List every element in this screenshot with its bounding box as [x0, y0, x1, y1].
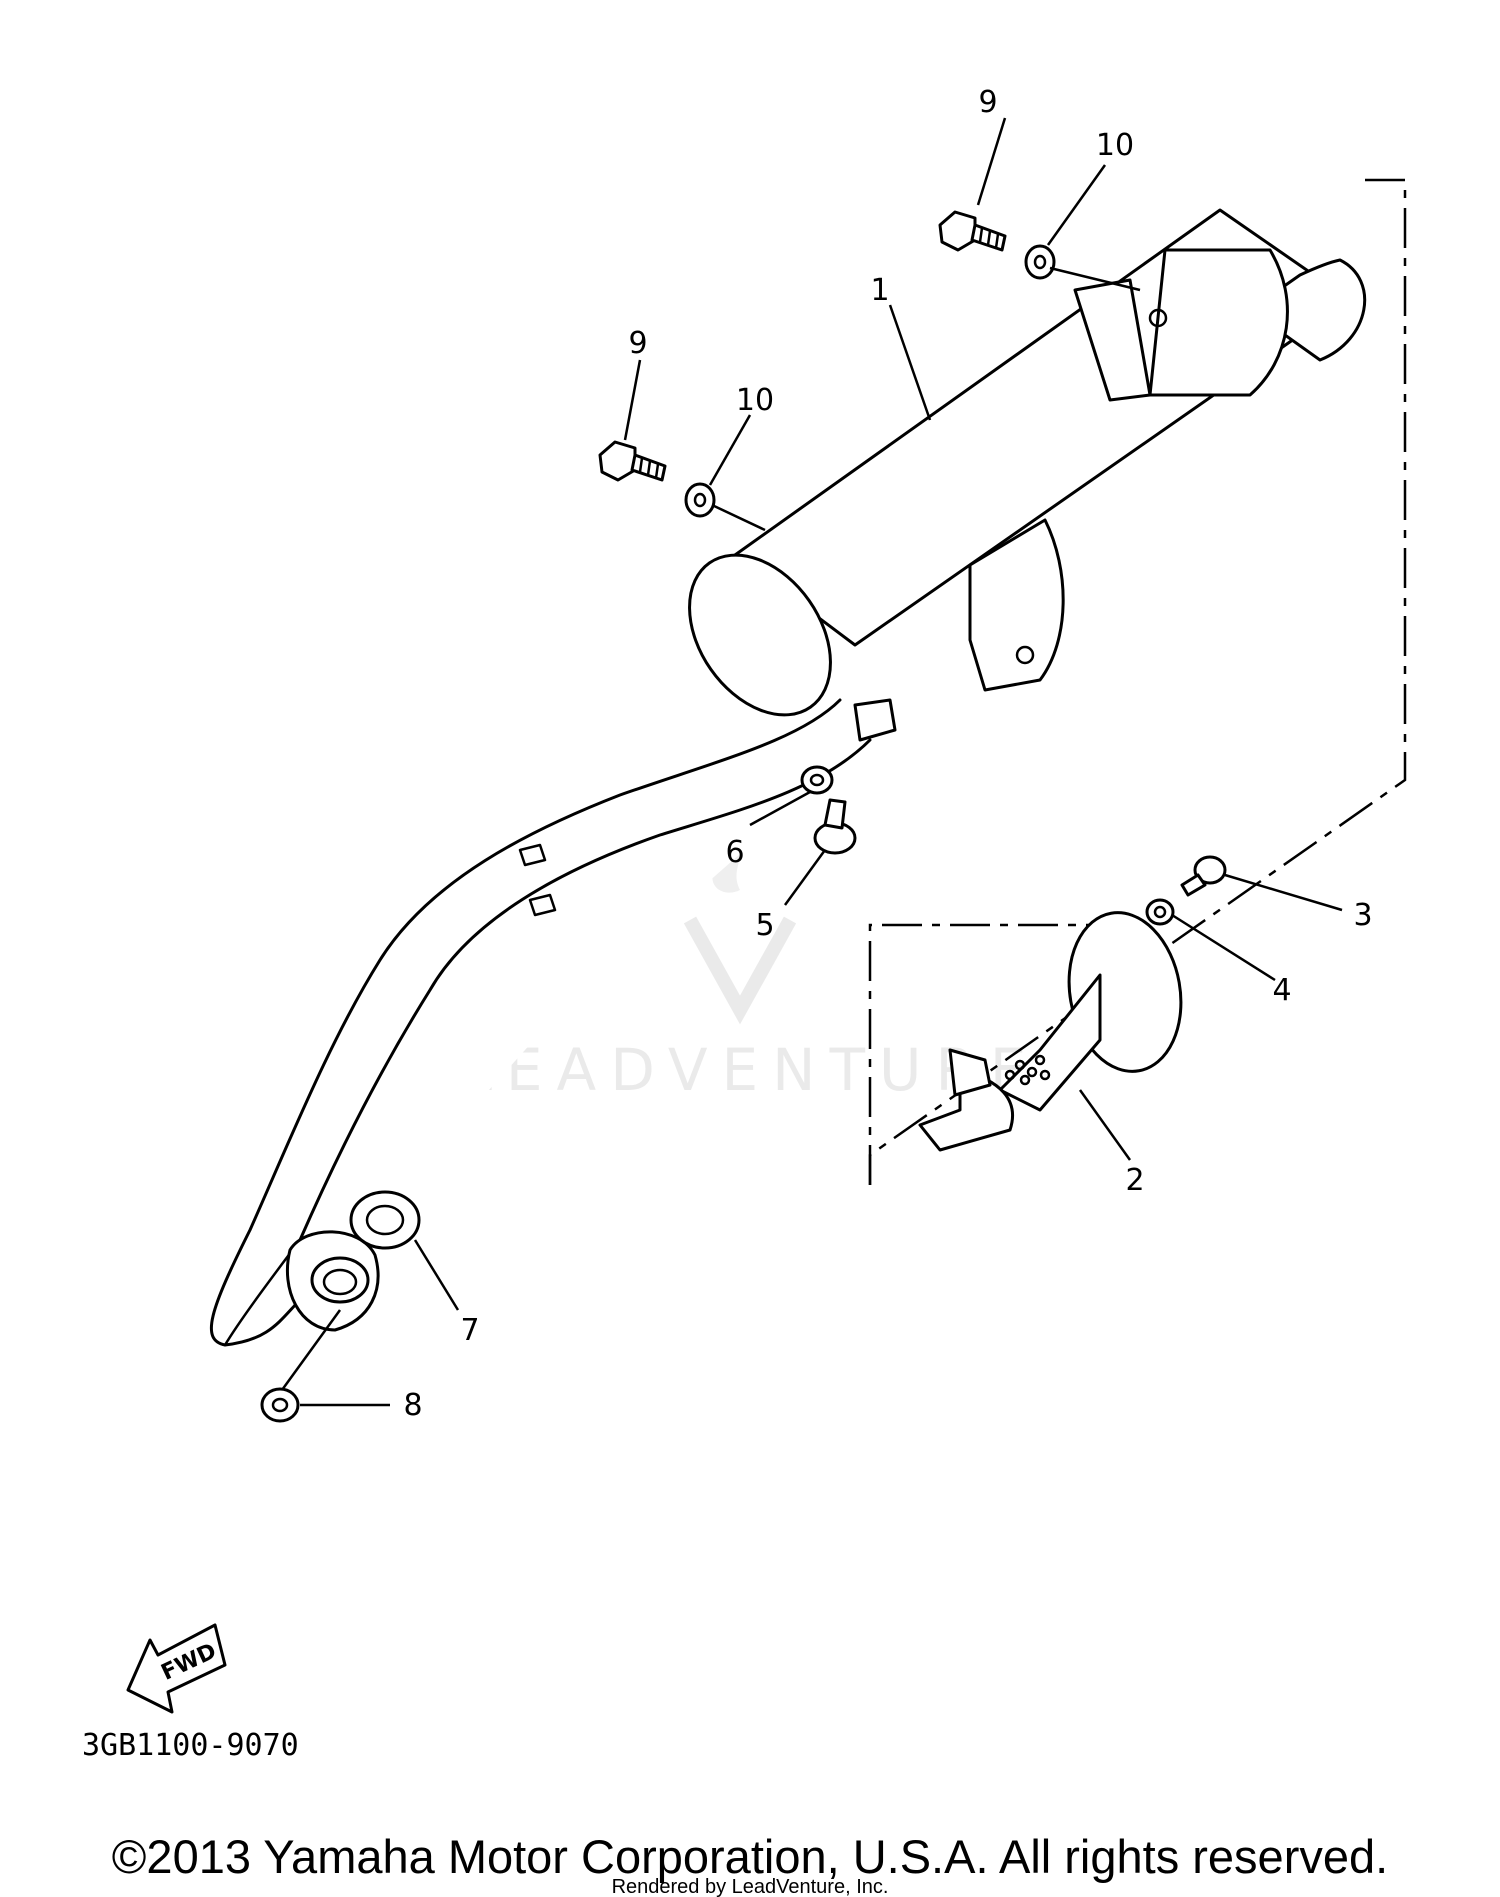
bolt-part-9-lower — [598, 440, 667, 482]
washer-part-10-upper — [1024, 244, 1056, 280]
callout-2: 2 — [1125, 1163, 1144, 1198]
forward-direction-arrow: FWD — [126, 1623, 227, 1714]
callout-8: 8 — [403, 1388, 422, 1423]
callout-7: 7 — [460, 1313, 479, 1348]
callout-1: 1 — [870, 273, 889, 308]
rendered-by-note: Rendered by LeadVenture, Inc. — [612, 1876, 889, 1897]
callout-3: 3 — [1353, 898, 1372, 933]
exhaust-pipe — [209, 698, 897, 1347]
callout-4: 4 — [1272, 973, 1291, 1008]
muffler — [688, 208, 1367, 717]
watermark-text: LEADVENTURE — [460, 1036, 1041, 1104]
copyright-notice: ©2013 Yamaha Motor Corporation, U.S.A. A… — [112, 1830, 1388, 1883]
callout-6: 6 — [725, 835, 744, 870]
assembly-reference-line-2 — [868, 923, 1120, 1185]
bolt-part-5 — [813, 798, 857, 855]
callouts: 1 2 3 4 5 6 7 8 9 9 10 10 — [403, 85, 1372, 1423]
leader-lines — [280, 117, 1343, 1407]
nut-part-8 — [260, 1387, 300, 1423]
diagram-code: 3GB1100-9070 — [82, 1728, 299, 1763]
callout-9-lower: 9 — [628, 326, 647, 361]
washer-part-6 — [800, 765, 834, 795]
bolt-part-9-upper — [938, 210, 1007, 252]
callout-9-upper: 9 — [978, 85, 997, 120]
leadventure-watermark: LEADVENTURE — [460, 840, 1041, 1104]
callout-10-upper: 10 — [1096, 128, 1134, 163]
gasket-part-7 — [349, 1190, 421, 1250]
callout-10-lower: 10 — [736, 383, 774, 418]
spark-arrester-part-2 — [918, 911, 1183, 1152]
exhaust-flange — [285, 1230, 380, 1332]
washer-part-4 — [1145, 898, 1175, 926]
washer-part-10-lower — [684, 482, 716, 518]
callout-5: 5 — [755, 908, 774, 943]
bolt-part-3 — [1180, 855, 1227, 897]
